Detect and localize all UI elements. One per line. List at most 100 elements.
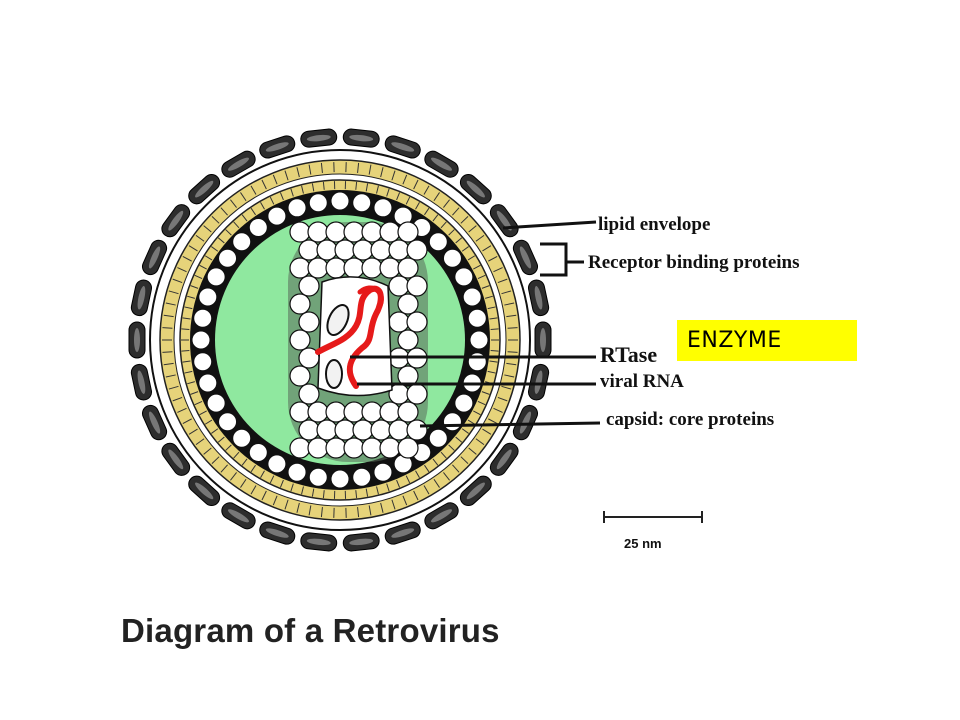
matrix-protein	[352, 193, 372, 213]
lipid-tail	[184, 306, 193, 310]
matrix-protein	[454, 393, 474, 413]
capsid-core-protein	[289, 293, 311, 315]
matrix-protein	[267, 454, 287, 474]
receptor-binding-protein-highlight	[466, 482, 485, 500]
matrix-protein	[442, 248, 462, 268]
lipid-tail	[452, 464, 460, 473]
lipid-tail	[168, 290, 179, 295]
lipid-tail	[162, 327, 173, 329]
capsid-core-protein	[361, 437, 383, 459]
capsid-core-protein	[361, 257, 383, 279]
matrix-protein	[191, 330, 211, 350]
lipid-tail	[296, 502, 300, 513]
lipid-tail	[320, 162, 323, 173]
matrix-protein	[308, 467, 328, 487]
lipid-tail	[199, 264, 207, 270]
receptor-binding-protein-highlight	[134, 328, 140, 352]
lipid-tail	[194, 274, 203, 280]
lipid-tail	[443, 199, 450, 208]
lipid-tail	[233, 221, 240, 229]
lipid-tail	[386, 483, 390, 492]
capsid-core-protein	[307, 257, 329, 279]
capsid-core-protein	[379, 257, 401, 279]
lipid-tail	[461, 428, 469, 434]
leader-capsid	[419, 421, 601, 428]
matrix-protein	[193, 352, 213, 372]
capsid-core-protein	[397, 401, 419, 423]
lipid-tail	[506, 314, 517, 318]
receptor-binding-protein-highlight	[534, 286, 543, 310]
matrix-protein	[467, 308, 487, 328]
capsid-core-protein	[361, 221, 383, 243]
lipid-tail	[452, 207, 460, 216]
receptor-binding-protein-highlight	[391, 142, 415, 152]
lipid-tail	[188, 428, 198, 435]
lipid-tail	[190, 285, 199, 289]
matrix-protein	[373, 462, 393, 482]
lipid-tail	[376, 185, 379, 194]
capsid-core-protein	[289, 401, 311, 423]
lipid-tail	[190, 391, 199, 395]
capsid-core-protein	[370, 419, 392, 441]
matrix-protein	[206, 267, 226, 287]
lipid-tail	[301, 185, 304, 194]
lipid-tail	[497, 396, 508, 402]
lipid-tail	[217, 237, 225, 244]
label-lipid-envelope: lipid envelope	[598, 214, 711, 235]
matrix-protein	[287, 198, 307, 218]
capsid-core-protein	[406, 419, 428, 441]
capsid-core-protein	[352, 239, 374, 261]
lipid-tail	[497, 278, 508, 284]
lipid-tail	[320, 507, 323, 518]
receptor-binding-protein-highlight	[148, 246, 161, 269]
lipid-tail	[279, 479, 284, 488]
lipid-tail	[225, 444, 232, 451]
capsid-core-protein	[379, 221, 401, 243]
matrix-protein	[218, 412, 238, 432]
capsid-core-protein	[352, 419, 374, 441]
matrix-protein	[267, 206, 287, 226]
receptor-binding-protein-highlight	[148, 411, 161, 434]
capsid-core-protein	[298, 311, 320, 333]
capsid-core-protein	[307, 437, 329, 459]
capsid-core-protein	[370, 239, 392, 261]
matrix-protein	[442, 412, 462, 432]
lipid-tail	[504, 374, 515, 378]
receptor-binding-protein-highlight	[168, 449, 184, 470]
lipid-tail	[365, 183, 369, 192]
lipid-tail	[250, 485, 257, 495]
rtase-enzyme	[325, 359, 343, 389]
lipid-tail	[355, 490, 358, 499]
lipid-tail	[301, 486, 304, 495]
lipid-tail	[448, 229, 455, 236]
capsid-core-protein	[334, 419, 356, 441]
lipid-tail	[490, 350, 499, 352]
lipid-tail	[296, 167, 300, 178]
lipid-tail	[501, 290, 512, 295]
lipid-tail	[490, 328, 499, 330]
lipid-tail	[290, 483, 294, 492]
matrix-protein	[198, 287, 218, 307]
lipid-tail	[477, 274, 486, 280]
capsid-core-protein	[289, 257, 311, 279]
lipid-tail	[195, 234, 205, 242]
lipid-tail	[488, 255, 498, 262]
capsid-core-protein	[397, 293, 419, 315]
capsid-core-protein	[298, 275, 320, 297]
capsid-core-protein	[361, 401, 383, 423]
lipid-tail	[461, 246, 469, 252]
lipid-tail	[368, 164, 372, 175]
lipid-tail	[211, 215, 220, 224]
matrix-protein	[198, 373, 218, 393]
lipid-tail	[380, 167, 384, 178]
lipid-tail	[181, 328, 190, 330]
lipid-tail	[225, 229, 232, 236]
lipid-tail	[485, 295, 493, 299]
receptor-binding-protein-highlight	[349, 134, 374, 142]
lipid-tail	[402, 495, 408, 506]
capsid-core-protein	[379, 401, 401, 423]
lipid-tail	[482, 428, 492, 435]
receptor-binding-protein-highlight	[519, 411, 532, 434]
lipid-tail	[260, 470, 265, 478]
lipid-tail	[489, 317, 498, 320]
